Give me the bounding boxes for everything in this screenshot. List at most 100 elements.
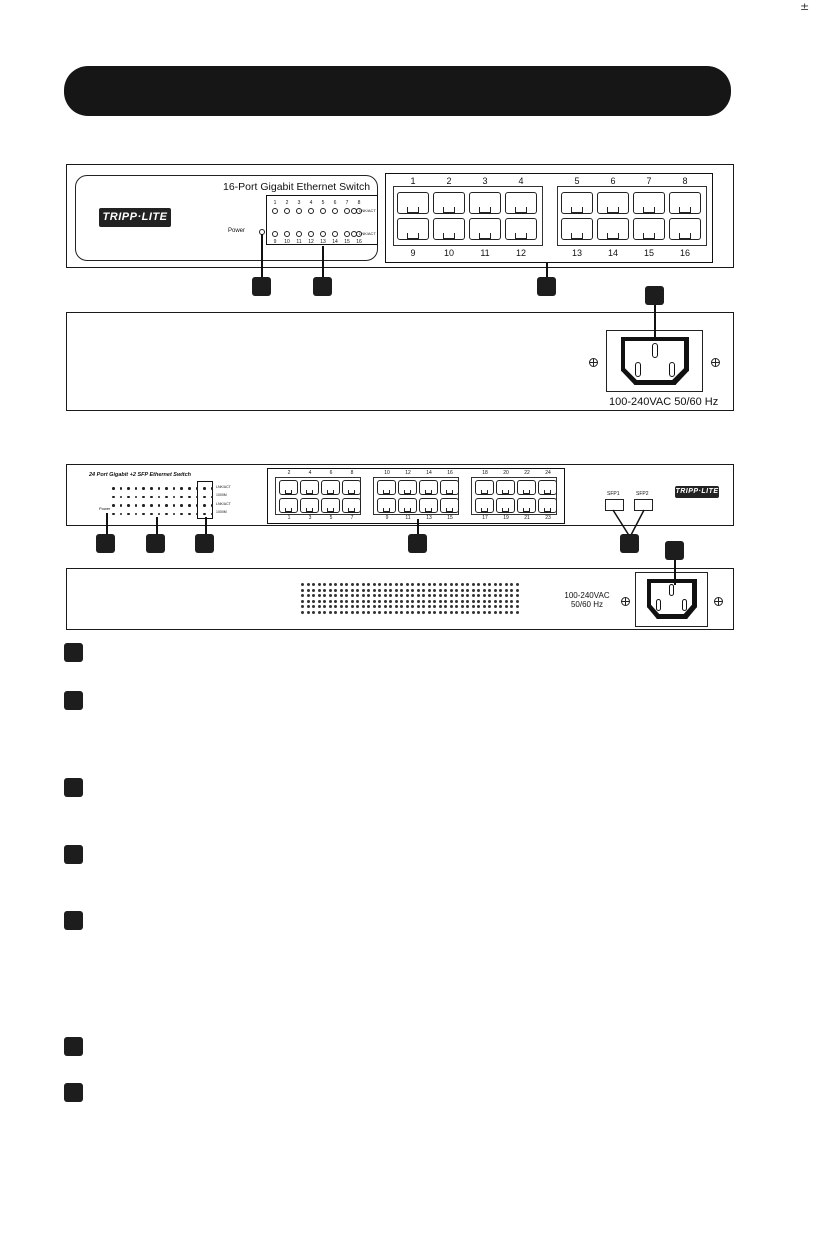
port-led — [112, 504, 115, 507]
vent-hole — [411, 599, 414, 603]
vent-hole — [482, 588, 486, 592]
vent-hole — [345, 594, 348, 597]
vent-hole — [477, 610, 480, 614]
port-led — [351, 208, 357, 214]
vent-hole — [488, 583, 491, 586]
vent-hole — [350, 594, 354, 597]
port-number: 1 — [287, 515, 291, 521]
vent-hole — [306, 605, 310, 608]
port-led — [180, 495, 183, 498]
list-marker — [64, 778, 83, 797]
vent-hole — [411, 594, 414, 597]
vent-hole — [372, 594, 376, 597]
port-number: 6 — [329, 470, 333, 476]
port-led — [210, 487, 214, 490]
port-number: 4 — [308, 470, 312, 476]
vent-hole — [460, 594, 464, 597]
vent-hole — [345, 588, 348, 592]
port-number: 11 — [480, 248, 490, 258]
vent-hole — [328, 588, 332, 592]
vent-hole — [471, 610, 475, 614]
switch24-led-tag-2: 1000M — [216, 493, 227, 497]
ethernet-port — [321, 480, 340, 495]
ethernet-port — [377, 498, 396, 513]
port-led — [210, 504, 214, 507]
port-led — [157, 495, 161, 498]
vent-hole — [383, 605, 387, 608]
ethernet-port — [279, 498, 298, 513]
vent-hole — [471, 605, 475, 608]
switch16-power-label: Power — [228, 228, 246, 234]
vent-hole — [416, 610, 420, 614]
vent-hole — [361, 594, 365, 597]
vent-hole — [510, 605, 513, 608]
port-led — [203, 495, 206, 498]
power-pin — [656, 599, 661, 611]
port-number: 19 — [503, 515, 509, 521]
port-led — [180, 504, 183, 507]
vent-hole — [312, 605, 315, 608]
ethernet-port — [398, 498, 417, 513]
vent-hole — [356, 610, 359, 614]
vent-hole — [301, 599, 304, 603]
port-led — [134, 504, 138, 507]
led-label: 11 — [296, 239, 302, 245]
port-led — [157, 504, 161, 507]
ethernet-port — [505, 192, 537, 214]
vent-hole — [323, 594, 326, 597]
switch24-power-rating-line2: 50/60 Hz — [570, 600, 604, 609]
vent-hole — [471, 594, 475, 597]
port-led — [210, 512, 214, 515]
ethernet-port — [300, 480, 319, 495]
port-led — [142, 504, 145, 507]
list-marker — [64, 911, 83, 930]
port-led — [172, 504, 176, 507]
vent-hole — [367, 588, 370, 592]
vent-hole — [378, 588, 381, 592]
switch16-port-group-left — [393, 186, 543, 246]
switch24-sfp1-port — [605, 499, 624, 511]
vent-hole — [477, 588, 480, 592]
vent-hole — [389, 605, 392, 608]
vent-hole — [449, 610, 453, 614]
vent-hole — [405, 588, 409, 592]
led-label: 3 — [297, 200, 301, 206]
vent-hole — [510, 599, 513, 603]
port-number: 8 — [350, 470, 354, 476]
vent-hole — [422, 588, 425, 592]
ethernet-port — [633, 218, 665, 240]
list-marker — [64, 1083, 83, 1102]
vent-hole — [449, 583, 453, 586]
port-led — [296, 231, 302, 237]
vent-hole — [345, 610, 348, 614]
vent-hole — [460, 583, 464, 586]
vent-hole — [499, 594, 502, 597]
callout-marker — [645, 286, 664, 305]
port-number: 5 — [329, 515, 333, 521]
vent-hole — [422, 583, 425, 586]
vent-hole — [477, 605, 480, 608]
vent-hole — [444, 583, 447, 586]
ethernet-port — [440, 480, 459, 495]
port-led — [134, 512, 138, 515]
vent-hole — [356, 588, 359, 592]
corner-mark: ± — [800, 0, 810, 13]
port-led — [296, 208, 302, 214]
callout-marker — [620, 534, 639, 553]
callout-line-ports — [417, 519, 419, 537]
vent-hole — [367, 583, 370, 586]
vent-hole — [306, 594, 310, 597]
led-label: 9 — [273, 239, 277, 245]
port-number: 10 — [443, 248, 454, 258]
port-number: 11 — [405, 515, 411, 521]
port-number: 13 — [571, 248, 582, 258]
vent-hole — [400, 588, 403, 592]
switch24-front-panel: 24 Port Gigabit +2 SFP Ethernet Switch P… — [66, 464, 734, 526]
vent-hole — [444, 594, 447, 597]
vent-hole — [400, 599, 403, 603]
vent-hole — [438, 588, 442, 592]
led-label: 5 — [321, 200, 325, 206]
vent-hole — [438, 599, 442, 603]
callout-marker — [313, 277, 332, 296]
callout-marker — [665, 541, 684, 560]
